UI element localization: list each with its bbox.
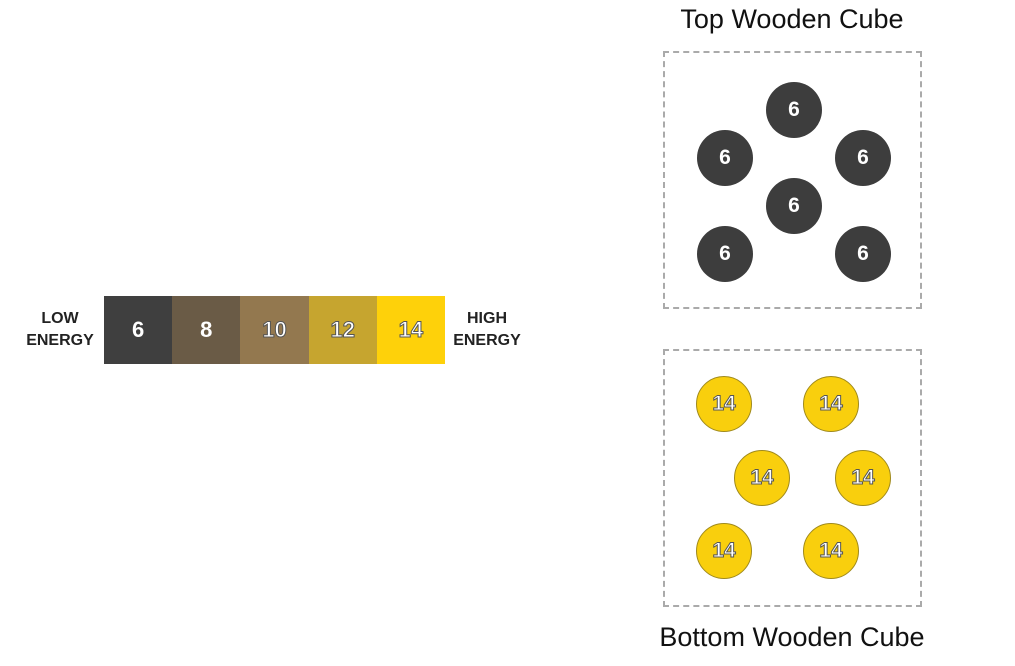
scale-step-12: 12: [308, 296, 377, 364]
bottom-cube-dot: 14: [696, 376, 752, 432]
bottom-cube-dot: 14: [803, 523, 859, 579]
scale-step-6: 6: [104, 296, 173, 364]
top-cube-dot: 6: [697, 226, 753, 282]
energy-scale-bar: 6 8 10 12 14: [104, 296, 446, 364]
top-cube-dot: 6: [835, 130, 891, 186]
scale-step-value: 14: [398, 317, 424, 343]
top-cube-dot: 6: [766, 82, 822, 138]
high-energy-line1: HIGH: [467, 310, 507, 327]
scale-step-14: 14: [376, 296, 446, 364]
top-wooden-cube: [663, 51, 922, 309]
bottom-wooden-cube: [663, 349, 922, 607]
top-cube-dot: 6: [697, 130, 753, 186]
scale-step-10: 10: [240, 296, 309, 364]
bottom-cube-dot: 14: [803, 376, 859, 432]
high-energy-label: HIGH ENERGY: [451, 308, 523, 352]
bottom-cube-dot: 14: [734, 450, 790, 506]
low-energy-line1: LOW: [41, 310, 79, 327]
top-cube-dot: 6: [766, 178, 822, 234]
top-cube-title: Top Wooden Cube: [680, 4, 904, 34]
scale-step-value: 8: [200, 317, 213, 342]
low-energy-label: LOW ENERGY: [24, 308, 96, 352]
low-energy-line2: ENERGY: [26, 332, 94, 349]
bottom-cube-dot: 14: [696, 523, 752, 579]
top-cube-dot: 6: [835, 226, 891, 282]
high-energy-line2: ENERGY: [453, 332, 521, 349]
bottom-cube-dot: 14: [835, 450, 891, 506]
scale-step-value: 12: [330, 317, 356, 343]
scale-step-8: 8: [172, 296, 241, 364]
scale-step-value: 6: [131, 317, 145, 342]
bottom-cube-title: Bottom Wooden Cube: [659, 622, 925, 652]
scale-step-value: 10: [262, 317, 288, 343]
